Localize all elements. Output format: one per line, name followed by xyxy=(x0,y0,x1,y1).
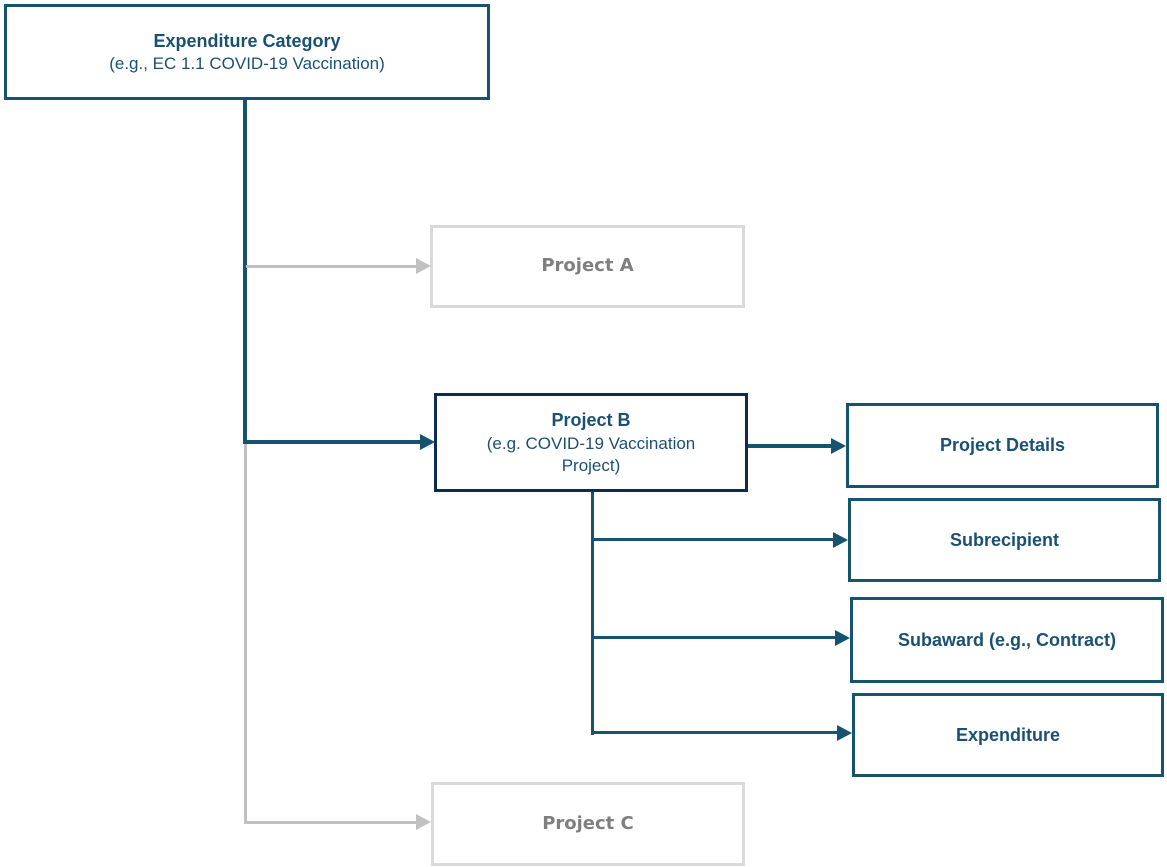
arrowhead-subrecipient-icon xyxy=(833,532,848,548)
connector-trunk-teal xyxy=(243,100,247,443)
project-b-subtitle: (e.g. COVID-19 Vaccination Project) xyxy=(486,433,696,475)
arrowhead-expenditure-icon xyxy=(837,725,852,741)
project-c-label: Project C xyxy=(542,812,634,834)
expenditure-category-title: Expenditure Category xyxy=(153,30,341,51)
connector-subrecipient xyxy=(591,538,833,541)
project-details-label: Project Details xyxy=(939,435,1066,456)
project-a-label: Project A xyxy=(541,255,634,277)
connector-trunk-gray xyxy=(244,443,247,824)
subaward-label: Subaward (e.g., Contract) xyxy=(897,629,1117,650)
expenditure-label: Expenditure xyxy=(955,724,1061,745)
connector-project-c xyxy=(244,821,416,824)
project-b-title: Project B xyxy=(551,410,631,431)
connector-project-a xyxy=(246,265,416,268)
node-project-details: Project Details xyxy=(846,403,1159,488)
connector-expenditure xyxy=(591,731,837,734)
arrowhead-subaward-icon xyxy=(835,630,850,646)
subrecipient-label: Subrecipient xyxy=(949,529,1060,550)
node-subrecipient: Subrecipient xyxy=(848,498,1161,582)
expenditure-category-subtitle: (e.g., EC 1.1 COVID-19 Vaccination) xyxy=(109,54,385,74)
arrowhead-project-c-icon xyxy=(416,814,431,830)
node-project-b: Project B (e.g. COVID-19 Vaccination Pro… xyxy=(434,393,748,492)
connector-subaward xyxy=(591,636,835,639)
arrowhead-project-a-icon xyxy=(416,258,431,274)
node-subaward: Subaward (e.g., Contract) xyxy=(850,597,1164,683)
connector-project-b-stub xyxy=(591,492,594,735)
node-expenditure: Expenditure xyxy=(852,693,1164,777)
arrowhead-project-b-icon xyxy=(420,434,435,450)
arrowhead-project-details-icon xyxy=(831,438,846,454)
node-project-a: Project A xyxy=(430,225,745,308)
node-expenditure-category: Expenditure Category (e.g., EC 1.1 COVID… xyxy=(4,4,490,100)
connector-project-b xyxy=(243,440,421,444)
node-project-c: Project C xyxy=(431,782,745,866)
connector-project-details xyxy=(748,444,831,448)
